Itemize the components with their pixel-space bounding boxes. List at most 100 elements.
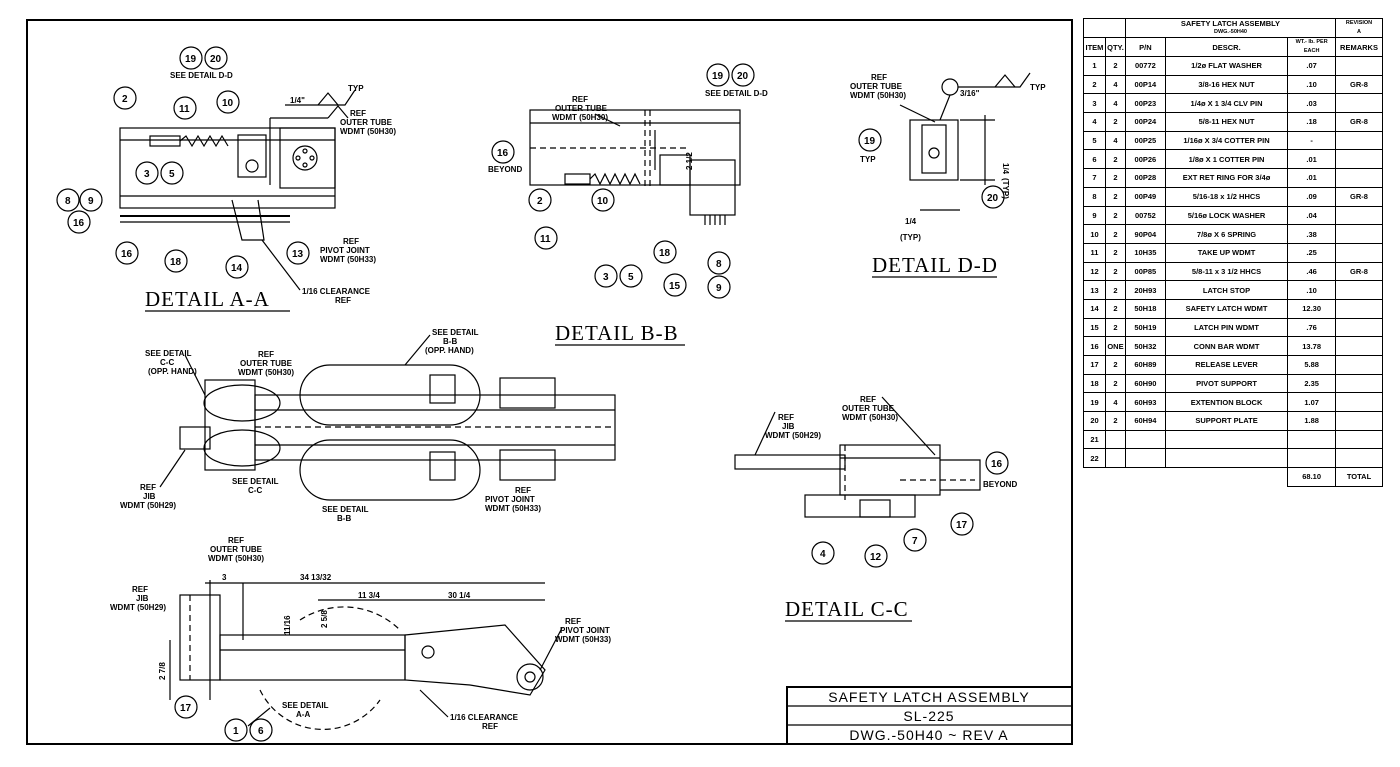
bom-cell-item: 19 — [1083, 392, 1106, 413]
bom-total-label: TOTAL — [1335, 467, 1383, 487]
detail-aa-title: DETAIL A-A — [145, 287, 270, 311]
balloon-1: 1 — [233, 726, 239, 737]
bom-cell-weight: 5.88 — [1287, 355, 1337, 375]
bom-cell-remarks — [1335, 168, 1383, 188]
bom-cell-descr: 5/8-11 x 3 1/2 HHCS — [1164, 261, 1289, 282]
bom-cell-descr: 5/8-11 HEX NUT — [1164, 112, 1289, 132]
bom-cell-remarks — [1335, 355, 1383, 375]
bom-total-row: 68.10 TOTAL — [1083, 467, 1383, 487]
bom-cell-weight: .09 — [1287, 186, 1337, 207]
bom-cell-pn: 60H94 — [1124, 411, 1166, 431]
bom-cell-qty: 4 — [1104, 392, 1126, 413]
top-see-detail-cc-2: SEE DETAIL — [232, 477, 279, 486]
side-aa: A-A — [296, 710, 310, 719]
side-pivot-joint: PIVOT JOINT — [560, 626, 610, 635]
bom-cell-pn: 00772 — [1124, 56, 1166, 76]
bom-cell-descr: SAFETY LATCH WDMT — [1164, 298, 1289, 319]
bom-cell-item: 17 — [1083, 355, 1106, 375]
aa-ref-outer-2: OUTER TUBE — [340, 118, 393, 127]
aa-ref-outer-1: REF — [350, 109, 366, 118]
side-clearance-ref: REF — [482, 722, 498, 731]
balloon-2: 2 — [122, 94, 128, 105]
side-outer-tube: OUTER TUBE — [210, 545, 263, 554]
top-ref-outer: REF — [258, 350, 274, 359]
bom-cell-item: 5 — [1083, 130, 1106, 151]
balloon-16-b: 16 — [121, 249, 133, 260]
bom-cell-descr: RELEASE LEVER — [1164, 355, 1289, 375]
balloon-7: 7 — [912, 536, 918, 547]
bom-cell-item: 10 — [1083, 224, 1106, 244]
bom-title-row: SAFETY LATCH ASSEMBLY DWG.-50H40 REVISIO… — [1083, 18, 1383, 38]
bom-cell-weight: 13.78 — [1287, 336, 1337, 356]
side-clearance: 1/16 CLEARANCE — [450, 713, 519, 722]
bom-cell-descr: 1/2ø FLAT WASHER — [1164, 56, 1289, 76]
dd-typ-v: (TYP) — [1001, 178, 1010, 199]
bom-header-descr: DESCR. — [1164, 37, 1289, 57]
bom-cell-remarks — [1335, 429, 1383, 450]
bom-blank-cell — [1083, 18, 1126, 38]
bom-cell-pn — [1124, 448, 1166, 469]
aa-ref-outer-3: WDMT (50H30) — [340, 127, 396, 136]
aa-ref-pivot-1: REF — [343, 237, 359, 246]
balloon-19-c: 19 — [864, 136, 876, 147]
bom-cell-weight: .01 — [1287, 149, 1337, 170]
bom-cell-remarks — [1335, 224, 1383, 244]
top-bb-2: B-B — [337, 514, 351, 523]
bom-cell-qty: 2 — [1104, 373, 1126, 394]
bom-cell-weight: .38 — [1287, 224, 1337, 244]
bom-title: SAFETY LATCH ASSEMBLY — [1180, 19, 1281, 28]
bom-cell-qty: 4 — [1104, 74, 1126, 95]
top-ref-jib: REF — [140, 483, 156, 492]
detail-cc-title: DETAIL C-C — [785, 597, 909, 621]
side-outer-wdmt: WDMT (50H30) — [208, 554, 264, 563]
side-dim-3: 3 — [222, 573, 227, 582]
bom-cell-qty: ONE — [1104, 336, 1126, 356]
bom-cell-qty: 2 — [1104, 317, 1126, 338]
bom-cell-item: 15 — [1083, 317, 1106, 338]
bb-ref: REF — [572, 95, 588, 104]
dd-outer-tube: OUTER TUBE — [850, 82, 903, 91]
side-ref-outer: REF — [228, 536, 244, 545]
bom-cell-weight: 1.88 — [1287, 411, 1337, 431]
bom-cell-remarks: GR-8 — [1335, 186, 1383, 207]
balloon-3-b: 3 — [603, 272, 609, 283]
bom-cell-pn: 00752 — [1124, 205, 1166, 226]
detail-aa-view — [119, 105, 349, 241]
bom-cell-item: 8 — [1083, 186, 1106, 207]
balloon-17-b: 17 — [180, 703, 192, 714]
top-cc-2: C-C — [248, 486, 262, 495]
balloon-8-b: 8 — [716, 259, 722, 270]
bom-cell-pn: 90P04 — [1124, 224, 1166, 244]
top-jib-wdmt: WDMT (50H29) — [120, 501, 176, 510]
bom-cell-item: 1 — [1083, 56, 1106, 76]
bom-header-remarks: REMARKS — [1335, 37, 1383, 57]
bom-cell-remarks — [1335, 130, 1383, 151]
bom-cell-item: 2 — [1083, 74, 1106, 95]
balloon-20-b: 20 — [737, 71, 749, 82]
bom-cell-pn: 00P25 — [1124, 130, 1166, 151]
aa-see-detail-dd: SEE DETAIL D-D — [170, 71, 233, 80]
bom-cell-weight: .10 — [1287, 74, 1337, 95]
bom-cell-remarks — [1335, 56, 1383, 76]
bom-cell-qty: 2 — [1104, 168, 1126, 188]
bom-cell-remarks: GR-8 — [1335, 261, 1383, 282]
balloon-17: 17 — [956, 520, 968, 531]
bom-cell-qty: 2 — [1104, 205, 1126, 226]
bom-cell-descr: EXT RET RING FOR 3/4ø — [1164, 168, 1289, 188]
cc-ref-outer: REF — [860, 395, 876, 404]
bom-cell-qty: 2 — [1104, 149, 1126, 170]
side-elevation-view — [169, 580, 546, 730]
bom-cell-weight: 12.30 — [1287, 298, 1337, 319]
balloon-11: 11 — [179, 104, 190, 115]
bom-cell-remarks — [1335, 149, 1383, 170]
bom-cell-item: 7 — [1083, 168, 1106, 188]
bom-cell-descr: 1/8ø X 1 COTTER PIN — [1164, 149, 1289, 170]
bom-cell-remarks: GR-8 — [1335, 112, 1383, 132]
